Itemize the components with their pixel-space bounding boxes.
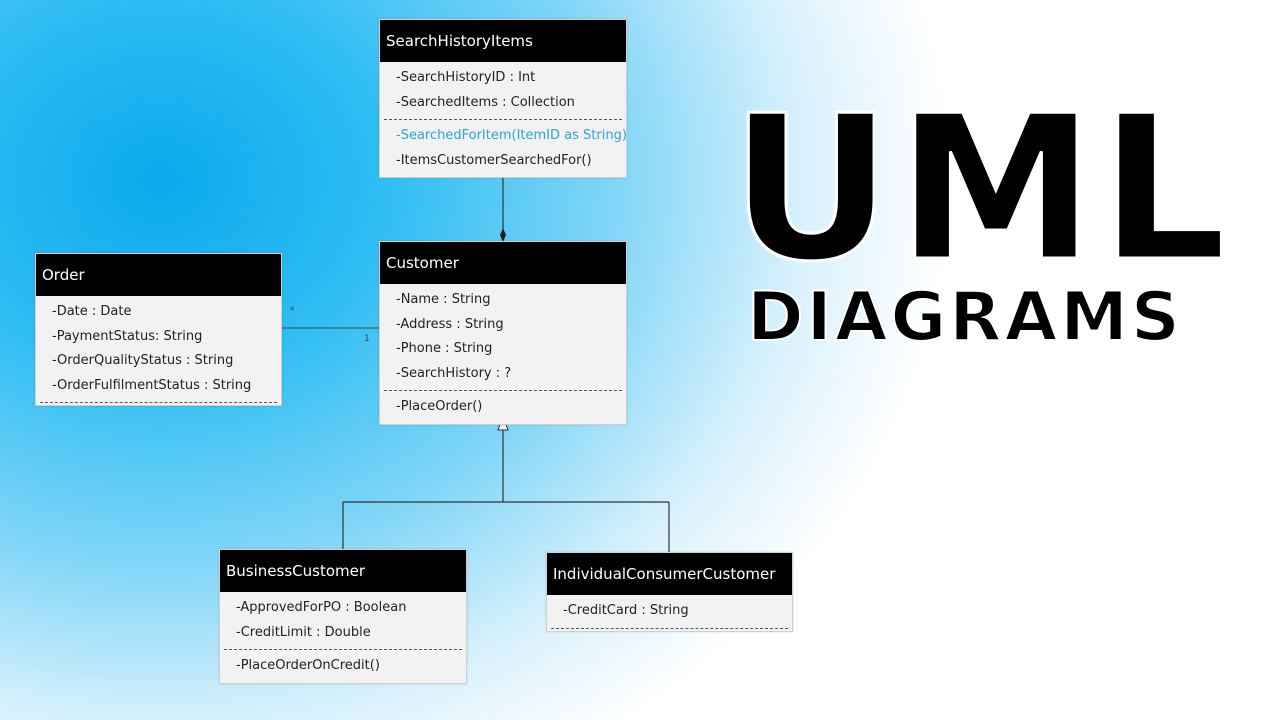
compartment-divider <box>384 390 622 391</box>
attribute: -Date : Date <box>52 304 132 319</box>
operation: -PlaceOrder() <box>396 399 483 414</box>
attributes-compartment: -SearchHistoryID : Int -SearchedItems : … <box>380 62 626 119</box>
multiplicity-order-end: * <box>290 306 295 316</box>
class-name: IndividualConsumerCustomer <box>547 553 792 595</box>
class-business-customer[interactable]: BusinessCustomer -ApprovedForPO : Boolea… <box>219 549 467 684</box>
class-order[interactable]: Order -Date : Date -PaymentStatus: Strin… <box>35 253 282 406</box>
attribute: -OrderQualityStatus : String <box>52 353 234 368</box>
operations-compartment: -PlaceOrderOnCredit() <box>220 650 466 683</box>
attribute: -SearchedItems : Collection <box>396 94 575 110</box>
operation: -PlaceOrderOnCredit() <box>236 658 380 673</box>
compartment-divider <box>224 649 462 650</box>
class-search-history-items[interactable]: SearchHistoryItems -SearchHistoryID : In… <box>379 19 627 178</box>
class-name: Customer <box>380 242 626 284</box>
class-customer[interactable]: Customer -Name : String -Address : Strin… <box>379 241 627 425</box>
title-block: UML DIAGRAMS <box>729 73 1231 357</box>
attributes-compartment: -Name : String -Address : String -Phone … <box>380 284 626 390</box>
title-uml: UML <box>729 73 1231 306</box>
attribute: -OrderFulfilmentStatus : String <box>52 377 252 393</box>
attribute: -CreditLimit : Double <box>236 624 371 640</box>
composition-diamond <box>500 228 506 242</box>
compartment-divider <box>40 402 277 403</box>
attribute: -SearchHistoryID : Int <box>396 70 536 85</box>
attributes-compartment: -CreditCard : String <box>547 595 792 628</box>
class-name: Order <box>36 254 281 296</box>
class-name: SearchHistoryItems <box>380 20 626 62</box>
attribute: -Phone : String <box>396 341 493 356</box>
title-diagrams: DIAGRAMS <box>746 278 1183 357</box>
class-name: BusinessCustomer <box>220 550 466 592</box>
operations-compartment: -SearchedForItem(ItemID as String) -Item… <box>380 120 627 177</box>
attributes-compartment: -Date : Date -PaymentStatus: String -Ord… <box>36 296 281 402</box>
attributes-compartment: -ApprovedForPO : Boolean -CreditLimit : … <box>220 592 466 649</box>
compartment-divider <box>384 119 622 120</box>
operation: -ItemsCustomerSearchedFor() <box>396 152 592 168</box>
attribute: -ApprovedForPO : Boolean <box>236 600 407 615</box>
class-individual-consumer-customer[interactable]: IndividualConsumerCustomer -CreditCard :… <box>546 552 793 632</box>
attribute: -PaymentStatus: String <box>52 328 203 344</box>
attribute: -Name : String <box>396 292 491 307</box>
operations-compartment: -PlaceOrder() <box>380 391 626 424</box>
attribute: -SearchHistory : ? <box>396 365 512 381</box>
compartment-divider <box>551 627 788 629</box>
attribute: -Address : String <box>396 316 504 332</box>
attribute: -CreditCard : String <box>563 603 689 618</box>
multiplicity-customer-end: 1 <box>364 334 370 344</box>
operation: -SearchedForItem(ItemID as String) <box>396 128 627 143</box>
